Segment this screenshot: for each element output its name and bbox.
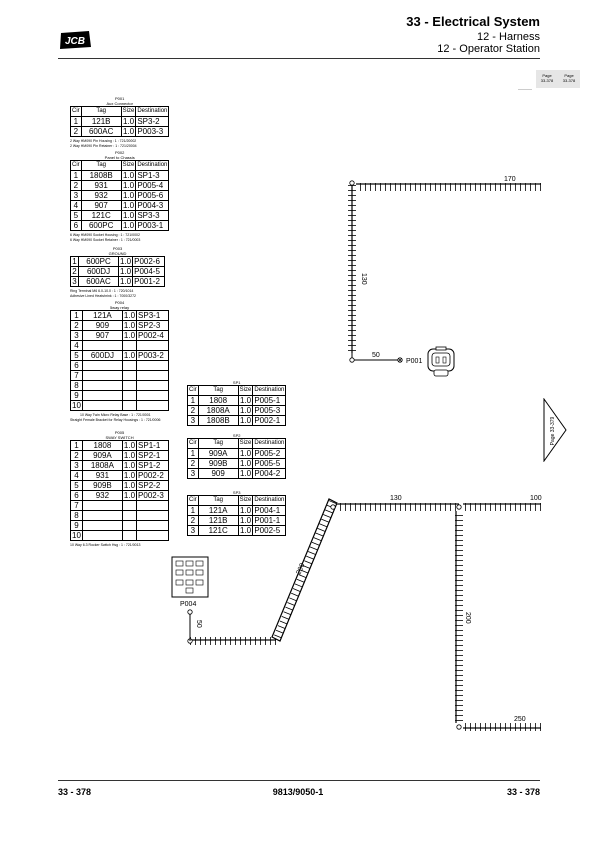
harness-segment-bottom bbox=[463, 723, 541, 731]
connector-title: SWAY SWITCH bbox=[105, 435, 134, 440]
splice-id: SP2 bbox=[232, 433, 241, 438]
part-note: 2 Way HM090 Pin Retainer : 1 : 721/20004 bbox=[70, 143, 137, 148]
junction-node bbox=[456, 724, 462, 730]
harness-segment-down bbox=[455, 511, 463, 723]
table-row: 10 bbox=[70, 530, 170, 541]
p004-relay-icon bbox=[171, 556, 209, 598]
junction-node bbox=[349, 180, 355, 186]
length-label: 250 bbox=[514, 716, 526, 723]
next-page-label: Page 33-379 bbox=[550, 416, 556, 445]
footer-rule bbox=[58, 780, 540, 781]
length-label: 130 bbox=[390, 495, 402, 502]
harness-segment-vertical bbox=[348, 183, 356, 353]
part-note: 6 Way HM090 Socket Housing : 1 : 721/000… bbox=[70, 233, 140, 237]
footer-page-left: 33 - 378 bbox=[58, 787, 92, 797]
connector-id: P001 bbox=[115, 96, 125, 101]
connector-title: Panel to Chassis bbox=[104, 155, 135, 160]
next-page-arrow[interactable]: Page 33-379 bbox=[543, 398, 567, 462]
junction-node bbox=[456, 504, 462, 510]
divider bbox=[518, 89, 532, 90]
length-label: 130 bbox=[360, 273, 367, 285]
part-note: Ring Terminal M6 6.0-10.0 : 1 : 720/1014 bbox=[70, 289, 134, 293]
length-label: 200 bbox=[464, 612, 471, 624]
section-title: 33 - Electrical System bbox=[406, 14, 540, 29]
section-subtitle-2: 12 - Operator Station bbox=[437, 43, 540, 55]
connector-label: P004 bbox=[180, 601, 196, 608]
length-label: 50 bbox=[372, 352, 380, 359]
connector-id: P004 bbox=[114, 300, 125, 305]
footer-page-right: 33 - 378 bbox=[506, 787, 540, 797]
harness-segment-p004 bbox=[190, 637, 276, 645]
connector-id: P002 bbox=[115, 150, 125, 155]
junction-node bbox=[349, 357, 355, 363]
harness-segment-right bbox=[337, 503, 459, 511]
connector-node bbox=[187, 609, 193, 615]
part-note: Straight Female Bracket for Relay Housin… bbox=[70, 417, 161, 422]
splice-id: SP1 bbox=[232, 380, 241, 385]
splice-id: SP3 bbox=[232, 490, 241, 495]
junction-node bbox=[330, 504, 336, 510]
harness-segment-top bbox=[356, 183, 541, 191]
connector-title: GROUND bbox=[108, 251, 127, 256]
connector-title: Aux Connector bbox=[106, 101, 133, 106]
p001-connector-icon bbox=[427, 346, 455, 377]
section-subtitle: 12 - Harness bbox=[477, 31, 540, 43]
length-label: 50 bbox=[195, 620, 202, 628]
header-rule bbox=[58, 58, 540, 59]
part-note: Adhesive Lined Heatshrink : 1 : 7000/327… bbox=[70, 293, 136, 298]
length-label: 200 bbox=[295, 562, 306, 576]
harness-segment-right-2 bbox=[463, 503, 541, 511]
part-note: 6 Way HM090 Socket Retainer : 1 : 721/00… bbox=[70, 237, 141, 242]
length-label: 170 bbox=[504, 176, 516, 183]
connector-label: P001 bbox=[406, 358, 422, 365]
connector-title: 5way relay bbox=[109, 305, 130, 310]
part-note: 10 Way 6.3 Rocker Switch Hsg : 1 : 721/0… bbox=[70, 543, 141, 547]
logo-text: JCB bbox=[65, 36, 85, 47]
connector-id: P003 bbox=[112, 246, 123, 251]
part-note: 2 Way HM090 Pin Housing : 1 : 721/20002 bbox=[70, 139, 137, 143]
part-note: 10 Way Twin Micro Relay Base : 1 : 721/0… bbox=[80, 413, 151, 417]
footer-doc-number: 9813/9050-1 bbox=[272, 787, 324, 797]
jcb-logo: JCB bbox=[60, 31, 91, 49]
connector-id: P005 bbox=[114, 430, 125, 435]
table-row: 10 bbox=[70, 400, 170, 411]
length-label: 100 bbox=[530, 495, 542, 502]
harness-segment-diagonal bbox=[271, 498, 338, 642]
